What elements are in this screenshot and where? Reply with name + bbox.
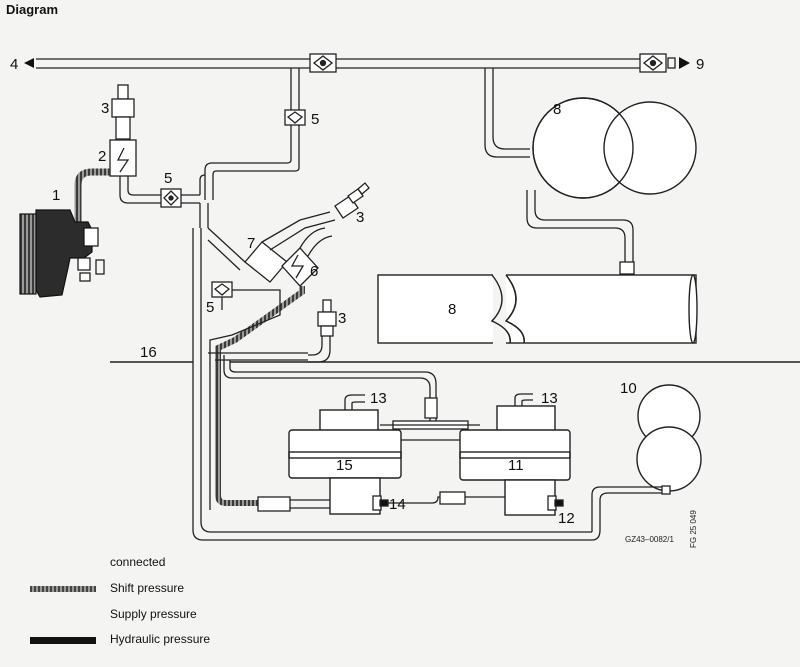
- line-between-cylinders: [388, 439, 505, 505]
- label-5-upper: 5: [311, 111, 319, 128]
- label-15: 15: [336, 457, 353, 474]
- legend: connected Shift pressure Supply pressure…: [30, 555, 330, 655]
- arrow-left-4: [24, 58, 34, 68]
- hydraulic-line-pump: [74, 168, 110, 228]
- line-to-valve-5-upper: [204, 68, 300, 200]
- label-5-middle: 5: [164, 170, 172, 187]
- fitting-14: [372, 495, 389, 511]
- label-3-right: 3: [356, 209, 364, 226]
- side-code: FG 25 049: [689, 510, 698, 548]
- label-13-left: 13: [370, 390, 387, 407]
- legend-hydraulic-text: Hydraulic pressure: [110, 632, 211, 646]
- label-16: 16: [140, 344, 157, 361]
- label-11: 11: [508, 457, 524, 474]
- line-to-tank-8: [484, 68, 530, 158]
- label-7: 7: [247, 235, 255, 252]
- label-12: 12: [558, 510, 575, 527]
- fitting-12: [547, 495, 564, 511]
- drawing-number: GZ43–0082/1: [625, 535, 674, 544]
- check-valve-right: [639, 53, 676, 73]
- shift-connector: [257, 496, 330, 512]
- brake-cylinder-11: [459, 405, 571, 516]
- legend-hydraulic: Hydraulic pressure: [30, 632, 330, 648]
- line-valve-5-to-main: [181, 174, 592, 541]
- pressure-sensor-3-right: [334, 182, 370, 219]
- label-2: 2: [98, 148, 106, 165]
- legend-shift: Shift pressure: [30, 581, 330, 597]
- air-tank-10: [636, 384, 702, 492]
- check-valve-5-upper: [284, 109, 306, 126]
- label-3-top: 3: [101, 100, 109, 117]
- label-4: 4: [10, 56, 18, 73]
- pressure-switch-6: [281, 247, 319, 287]
- check-valve-5-middle: [160, 188, 182, 208]
- hydraulic-pressure-swatch: [30, 637, 96, 644]
- shift-pressure-line: [215, 286, 305, 506]
- callout-labels: 4 9 3 2 1 5 5 5 7 6 3 3 8 8 16 10 13 13 …: [10, 56, 704, 548]
- hydraulic-pump-1: [19, 209, 105, 298]
- label-8-upper: 8: [553, 101, 561, 118]
- line-to-tank-10: [591, 485, 671, 541]
- label-9: 9: [696, 56, 704, 73]
- fitting-13-right: [514, 393, 533, 406]
- pressure-switch-2: [109, 139, 137, 177]
- air-tank-8-upper: [532, 97, 697, 199]
- shift-pressure-swatch: [30, 586, 96, 592]
- pressure-sensor-3-top: [111, 84, 135, 140]
- diagram-title: Diagram: [6, 2, 59, 17]
- legend-connected-text: connected: [110, 555, 166, 569]
- label-10: 10: [620, 380, 637, 397]
- legend-connected: connected: [30, 555, 330, 571]
- legend-supply-text: Supply pressure: [110, 607, 197, 621]
- check-valve-5-lower: [211, 281, 233, 298]
- label-8-lower: 8: [448, 301, 456, 318]
- label-3-lower: 3: [338, 310, 346, 327]
- air-tank-8-lower: [377, 274, 698, 344]
- brake-cylinder-15: [288, 409, 402, 515]
- line-to-cylinders-top: [223, 355, 480, 430]
- legend-supply: Supply pressure: [30, 607, 330, 623]
- check-valve-top: [309, 53, 337, 73]
- label-1: 1: [52, 187, 60, 204]
- pressure-sensor-3-lower: [308, 299, 337, 363]
- fitting-13-left: [344, 394, 365, 410]
- lines-around-7: [207, 211, 336, 271]
- label-6: 6: [310, 263, 318, 280]
- arrow-right-9: [679, 57, 690, 69]
- line-switch-to-valve: [119, 176, 161, 204]
- label-14: 14: [389, 496, 406, 513]
- label-13-right: 13: [541, 390, 558, 407]
- line-tank-8-down: [526, 190, 635, 275]
- legend-shift-text: Shift pressure: [110, 581, 185, 595]
- top-supply-line: [36, 58, 640, 69]
- label-5-lower: 5: [206, 299, 214, 316]
